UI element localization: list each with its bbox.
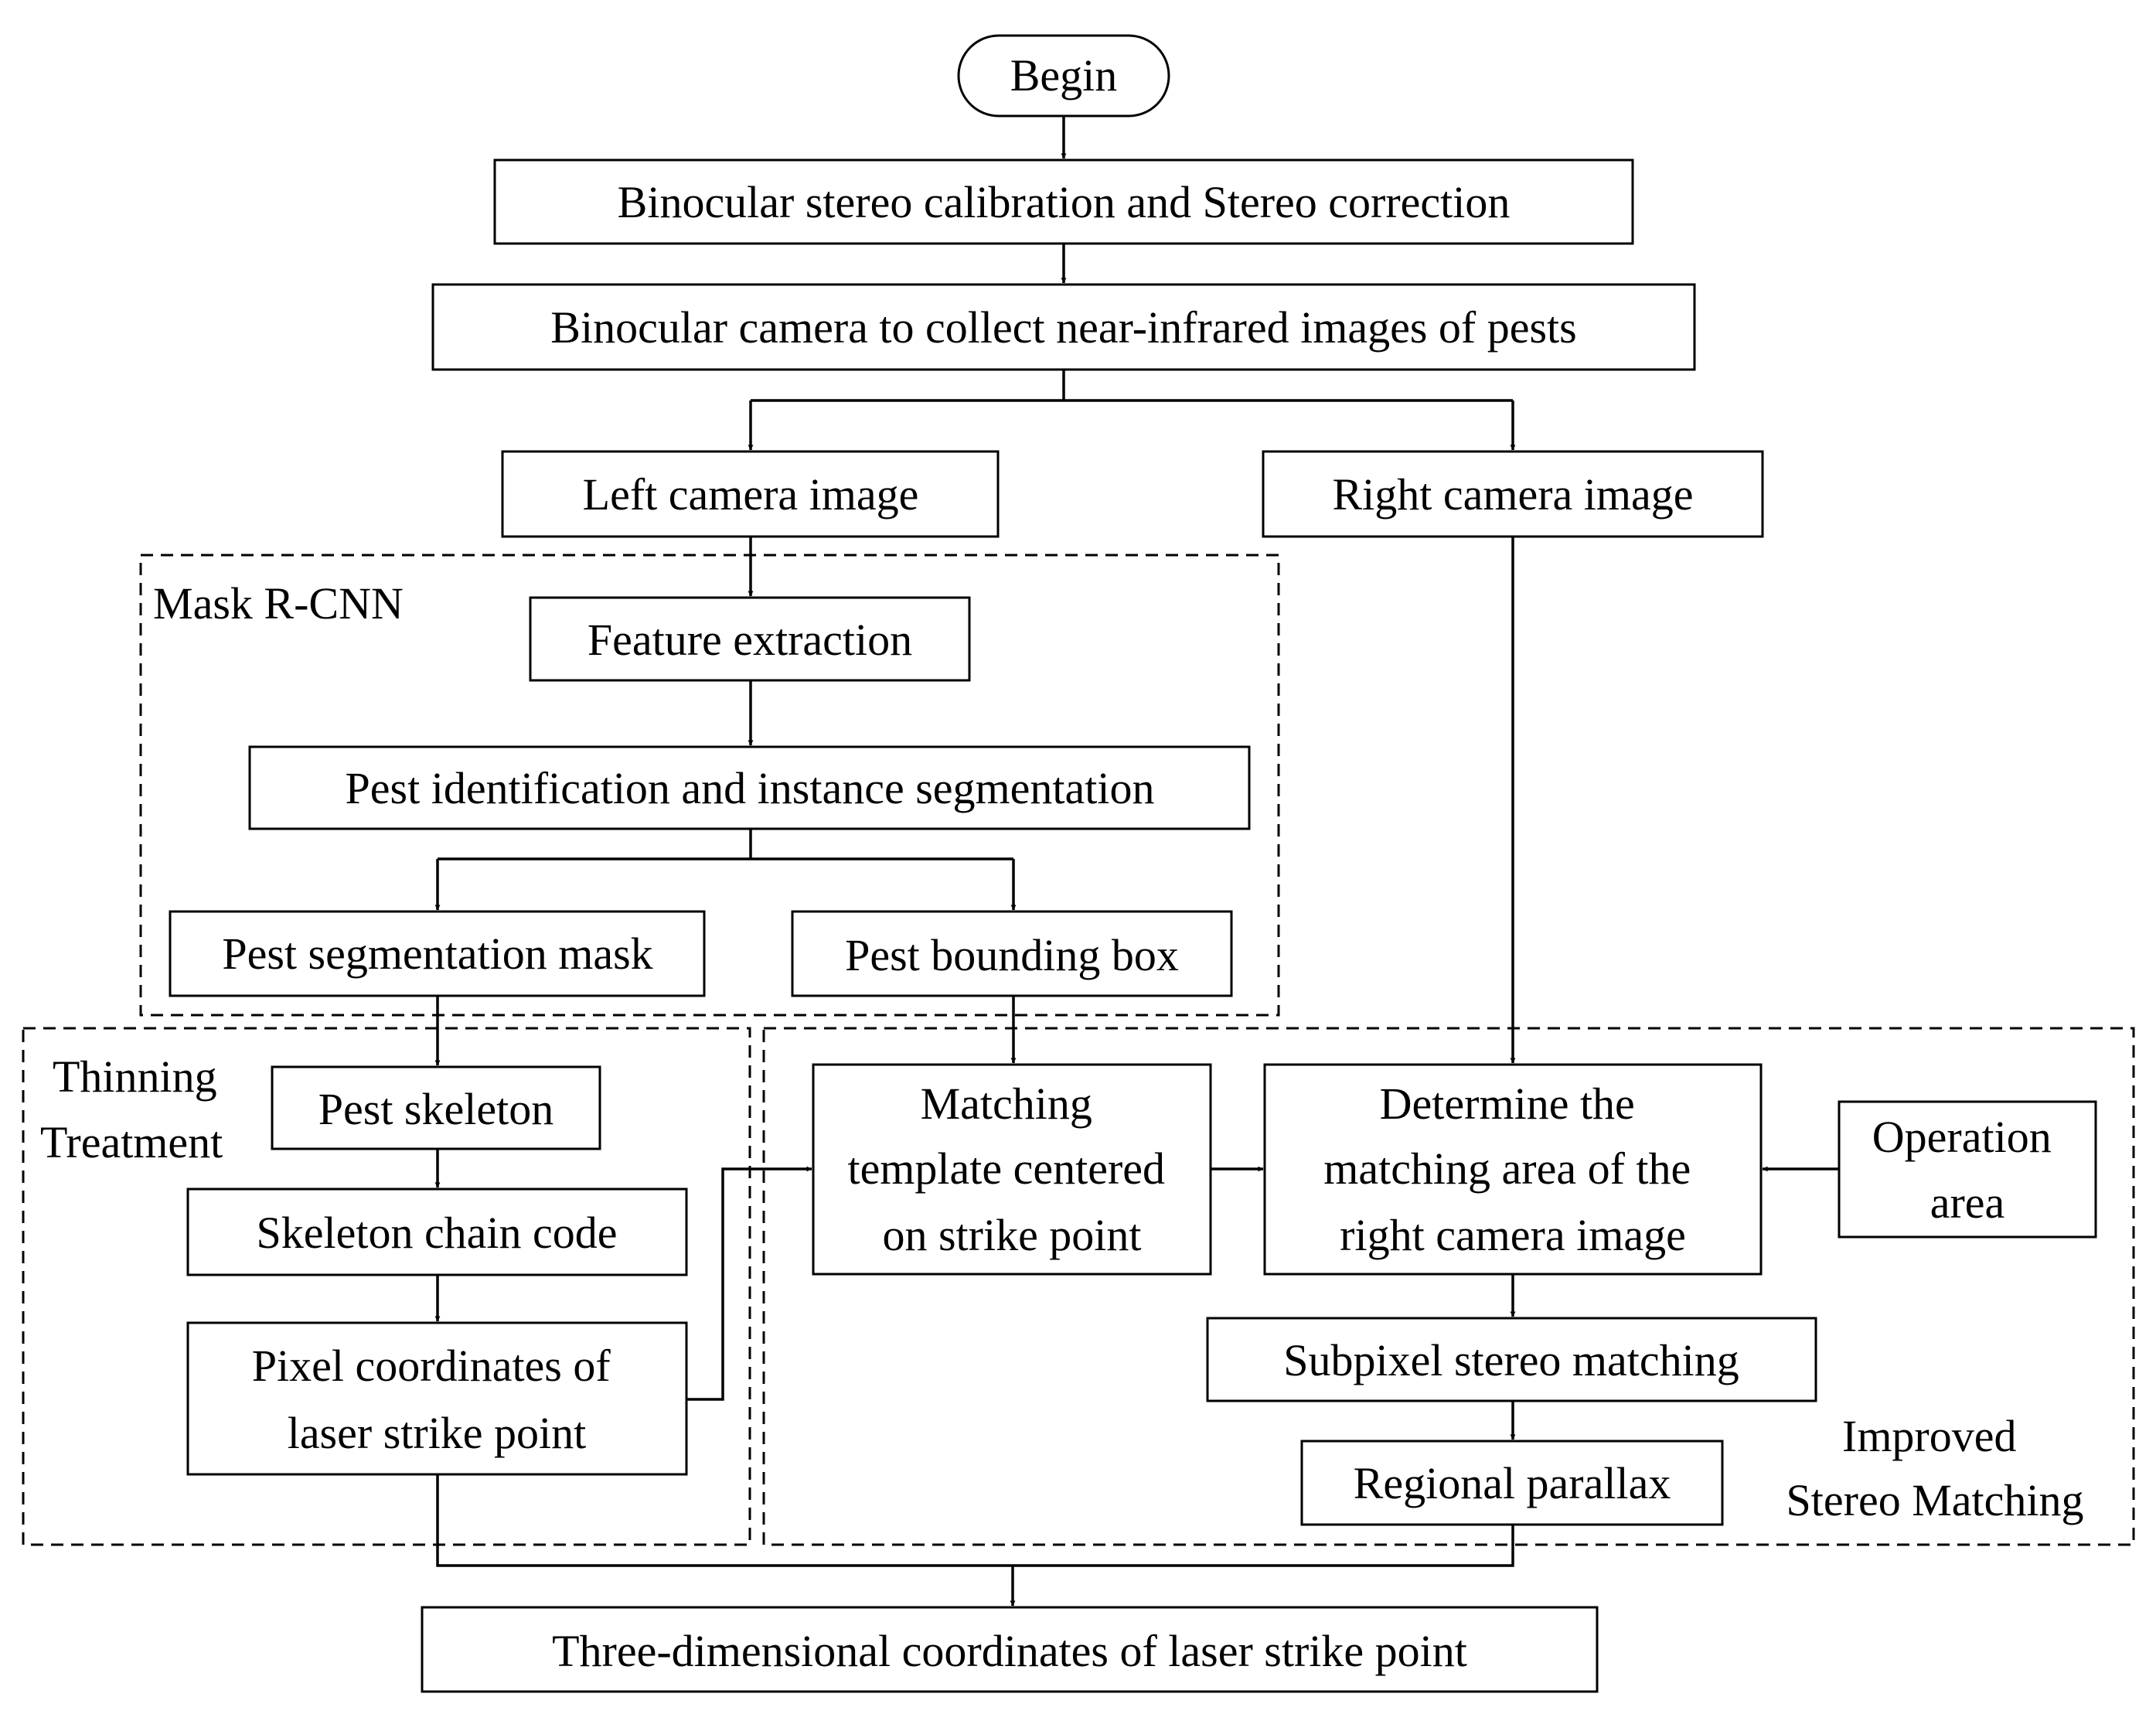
pest-bounding-box-node: Pest bounding box (791, 910, 1233, 997)
right-camera-image-label: Right camera image (1332, 469, 1693, 520)
edge-merge-lines (436, 1474, 1514, 1567)
regional-parallax-label: Regional parallax (1354, 1458, 1671, 1508)
skeleton-chain-code-node: Skeleton chain code (186, 1188, 688, 1276)
edge-collect-split (751, 370, 1513, 402)
operation-area-label: Operation area (1872, 1112, 2062, 1228)
pest-segmentation-mask-node: Pest segmentation mask (169, 910, 706, 997)
group-improved-label-line: Stereo Matching (1786, 1475, 2084, 1525)
matching-template-line: on strike point (882, 1210, 1141, 1260)
left-camera-image-node: Left camera image (501, 450, 1000, 538)
skeleton-chain-code-label: Skeleton chain code (256, 1208, 617, 1258)
pixel-coordinates-label: Pixel coordinates of laser strike point (252, 1341, 622, 1458)
begin-label: Begin (1010, 50, 1118, 101)
group-mask-rcnn: Mask R-CNN (139, 554, 1280, 1017)
pest-identification-node: Pest identification and instance segment… (248, 745, 1251, 830)
matching-template-label: Matching template centered on strike poi… (847, 1078, 1176, 1260)
right-camera-image-node: Right camera image (1262, 450, 1764, 538)
edge-pixelcoords-to-template (686, 1166, 812, 1401)
connectors (434, 116, 1839, 1607)
feature-extraction-node: Feature extraction (529, 596, 971, 682)
group-thinning-label-line: Treatment (40, 1117, 223, 1167)
determine-matching-area-label: Determine the matching area of the right… (1323, 1078, 1702, 1260)
determine-matching-area-line: Determine the (1380, 1078, 1635, 1129)
subpixel-stereo-matching-node: Subpixel stereo matching (1206, 1317, 1817, 1402)
pixel-coordinates-line: laser strike point (288, 1408, 587, 1458)
pest-identification-label: Pest identification and instance segment… (346, 763, 1155, 813)
pest-bounding-box-label: Pest bounding box (845, 930, 1179, 980)
operation-area-node: Operation area (1838, 1100, 2097, 1239)
three-dimensional-coordinates-label: Three-dimensional coordinates of laser s… (552, 1626, 1467, 1676)
pixel-coordinates-line: Pixel coordinates of (252, 1341, 611, 1391)
operation-area-line: area (1930, 1177, 2005, 1228)
left-camera-image-label: Left camera image (583, 469, 919, 520)
collect-images-node: Binocular camera to collect near-infrare… (431, 283, 1696, 371)
collect-images-label: Binocular camera to collect near-infrare… (550, 302, 1576, 353)
subpixel-stereo-matching-label: Subpixel stereo matching (1283, 1335, 1739, 1385)
group-thinning-treatment: Thinning Treatment (22, 1027, 751, 1546)
determine-matching-area-line: right camera image (1340, 1210, 1686, 1260)
determine-matching-area-line: matching area of the (1323, 1143, 1691, 1194)
matching-template-line: Matching (921, 1078, 1092, 1129)
begin-node: Begin (957, 34, 1170, 118)
edge-identification-split (438, 829, 1013, 860)
three-dimensional-coordinates-node: Three-dimensional coordinates of laser s… (421, 1606, 1599, 1693)
pest-skeleton-node: Pest skeleton (271, 1065, 601, 1150)
matching-template-line: template centered (847, 1143, 1165, 1194)
group-thinning-label-line: Thinning (53, 1051, 217, 1102)
group-improved-label-line: Improved (1842, 1411, 2017, 1461)
regional-parallax-node: Regional parallax (1300, 1440, 1724, 1526)
operation-area-line: Operation (1872, 1112, 2052, 1162)
determine-matching-area-node: Determine the matching area of the right… (1263, 1063, 1763, 1276)
group-improved-stereo-matching: Improved Stereo Matching (762, 1027, 2135, 1546)
feature-extraction-label: Feature extraction (588, 615, 912, 665)
calibration-label: Binocular stereo calibration and Stereo … (618, 177, 1511, 227)
group-thinning-label: Thinning Treatment (40, 1051, 228, 1167)
matching-template-node: Matching template centered on strike poi… (812, 1063, 1212, 1276)
group-mask-rcnn-label: Mask R-CNN (153, 578, 404, 629)
pixel-coordinates-node: Pixel coordinates of laser strike point (186, 1321, 688, 1476)
group-improved-label: Improved Stereo Matching (1786, 1411, 2084, 1525)
pest-segmentation-mask-label: Pest segmentation mask (222, 929, 652, 979)
pest-skeleton-label: Pest skeleton (318, 1084, 553, 1134)
calibration-node: Binocular stereo calibration and Stereo … (493, 158, 1634, 245)
